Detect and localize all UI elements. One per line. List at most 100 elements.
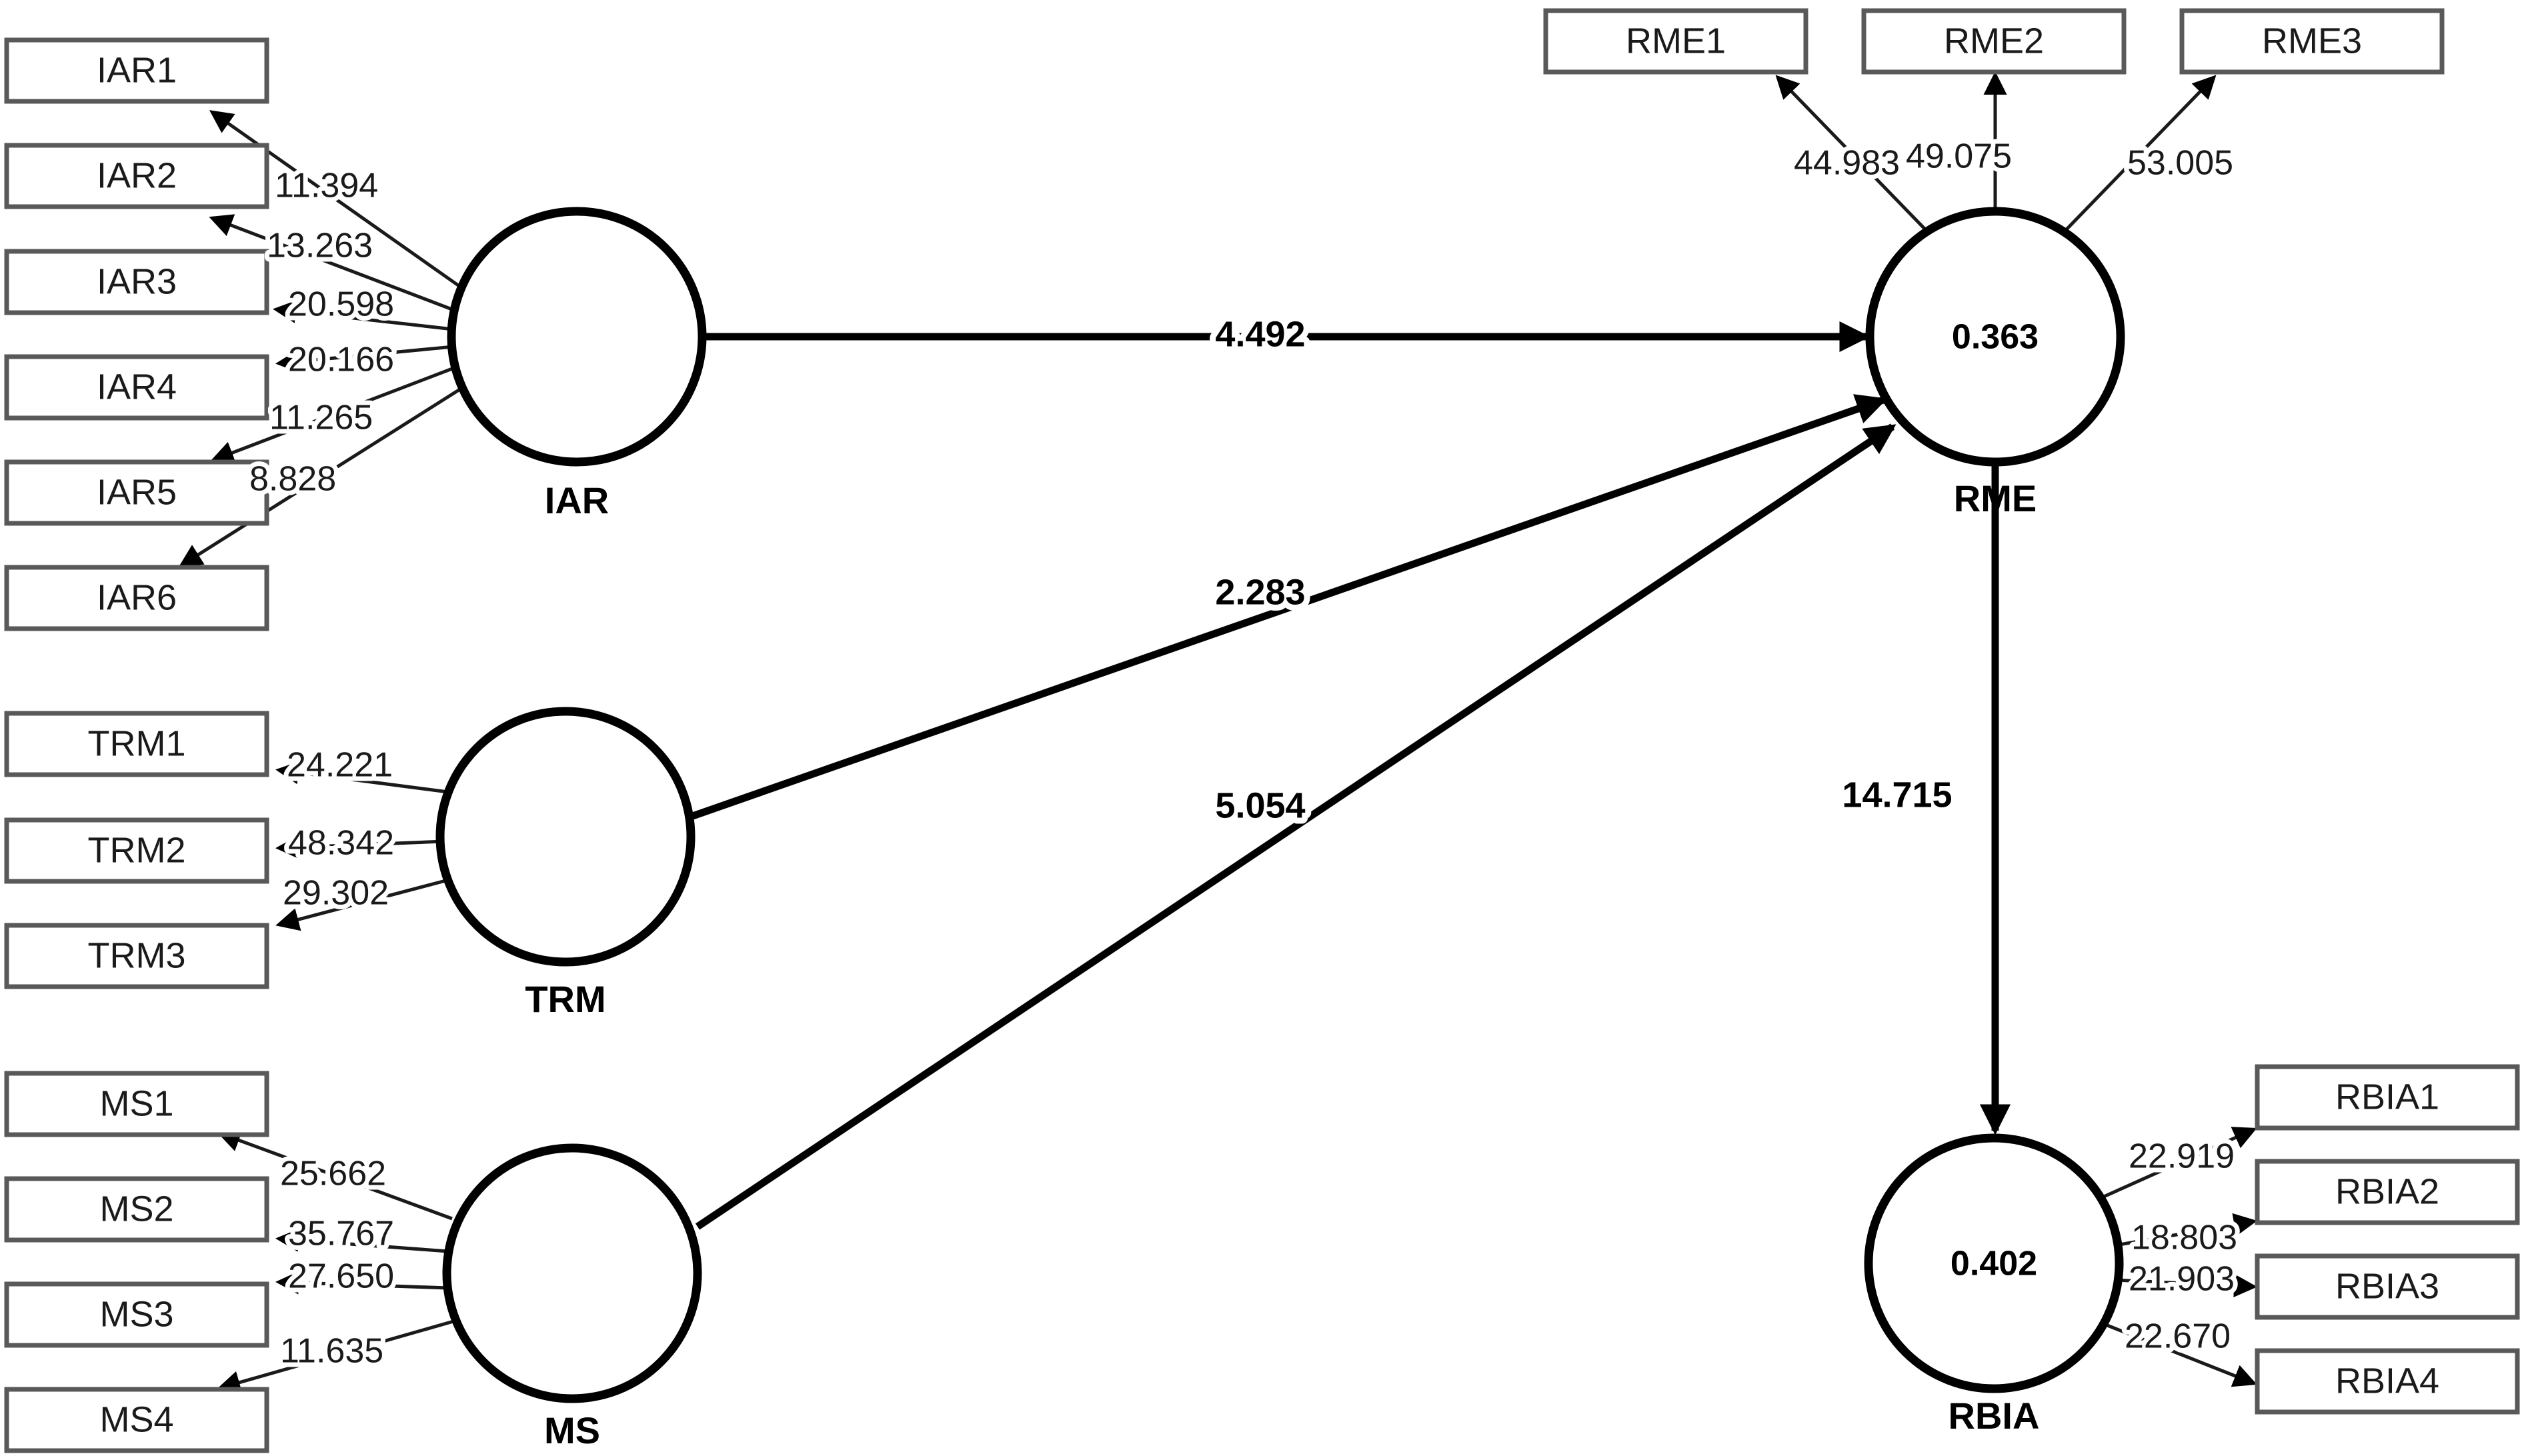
indicator-box[interactable]: IAR1 <box>4 37 269 104</box>
indicator-box-rect <box>2255 1253 2520 1320</box>
indicator-label: IAR5 <box>97 472 177 512</box>
indicator-box[interactable]: TRM3 <box>4 923 269 989</box>
loading-arrow <box>209 214 456 313</box>
loading-value-halo: 11.394 <box>275 167 378 205</box>
loading-arrow <box>2115 1274 2257 1298</box>
loading-value-label: 35.767 <box>288 1215 394 1253</box>
indicator-label: MS1 <box>99 1083 173 1123</box>
indicator-label: MS3 <box>99 1294 173 1334</box>
loading-value-halo: 27.650 <box>288 1257 394 1296</box>
loading-value-label: 49.075 <box>1906 137 2012 176</box>
loading-arrow <box>210 365 458 464</box>
indicator-label: RME1 <box>1626 21 1726 61</box>
construct-name-label: RME <box>1954 477 2037 519</box>
loading-value-label: 27.650 <box>288 1257 394 1296</box>
indicator-box-rect <box>1861 8 2127 75</box>
indicator-label: MS4 <box>99 1399 173 1439</box>
indicator-box[interactable]: RBIA1 <box>2255 1064 2520 1131</box>
indicator-box-rect <box>4 249 269 315</box>
indicator-label: IAR2 <box>97 155 177 195</box>
loading-value-label: 22.919 <box>2129 1137 2235 1176</box>
indicator-box[interactable]: IAR2 <box>4 143 269 209</box>
indicator-box[interactable]: MS4 <box>4 1387 269 1453</box>
loading-arrow <box>2098 1127 2257 1201</box>
loading-arrow <box>217 1319 454 1394</box>
path-value-label: 4.492 <box>1215 314 1305 354</box>
latent-construct[interactable]: IAR <box>447 207 707 521</box>
construct-circle <box>447 207 707 467</box>
latent-construct[interactable]: TRM <box>435 707 696 1020</box>
loading-value-label: 24.221 <box>287 746 393 785</box>
indicator-box[interactable]: RME2 <box>1861 8 2127 75</box>
latent-construct[interactable]: MS <box>442 1143 702 1451</box>
loading-value-halo: 35.767 <box>288 1215 394 1253</box>
loading-value-label: 11.394 <box>275 167 378 205</box>
indicator-label: RBIA3 <box>2335 1266 2439 1306</box>
loading-value-label: 11.635 <box>280 1332 383 1371</box>
construct-name-label: RBIA <box>1949 1395 2040 1437</box>
indicator-label: RBIA4 <box>2335 1361 2439 1401</box>
indicator-box-rect <box>4 1071 269 1137</box>
path-value-halo: 4.492 <box>1215 314 1305 354</box>
indicator-box[interactable]: TRM2 <box>4 817 269 884</box>
indicator-box[interactable]: MS3 <box>4 1281 269 1348</box>
indicator-box-rect <box>2255 1064 2520 1131</box>
indicator-box[interactable]: IAR4 <box>4 354 269 421</box>
indicator-box-rect <box>2255 1348 2520 1415</box>
indicator-box-rect <box>1543 8 1808 75</box>
structural-paths-group <box>690 321 2011 1230</box>
indicator-box[interactable]: RME1 <box>1543 8 1808 75</box>
indicator-box-rect <box>4 1176 269 1243</box>
indicator-label: TRM1 <box>88 723 186 763</box>
indicator-box-rect <box>4 1281 269 1348</box>
loading-value-halo: 24.221 <box>287 746 393 785</box>
indicator-label: MS2 <box>99 1189 173 1229</box>
loading-value-label: 29.302 <box>283 874 389 913</box>
indicator-box[interactable]: MS2 <box>4 1176 269 1243</box>
indicator-box[interactable]: RBIA3 <box>2255 1253 2520 1320</box>
path-value-halo: 5.054 <box>1215 785 1305 825</box>
loading-arrow <box>209 110 461 289</box>
loading-value-halo: 49.075 <box>1906 137 2012 176</box>
construct-name-label: TRM <box>525 978 605 1020</box>
indicator-box[interactable]: IAR3 <box>4 249 269 315</box>
indicator-box[interactable]: RBIA2 <box>2255 1159 2520 1225</box>
indicator-box-rect <box>4 711 269 777</box>
indicator-box[interactable]: TRM1 <box>4 711 269 777</box>
indicator-box[interactable]: IAR6 <box>4 565 269 631</box>
indicator-box-rect <box>4 923 269 989</box>
loading-value-halo: 29.302 <box>283 874 389 913</box>
loading-value-halo: 11.265 <box>269 399 373 437</box>
loading-value-label: 22.670 <box>2125 1317 2231 1356</box>
loading-value-label: 21.903 <box>2129 1260 2235 1299</box>
indicator-label: RME2 <box>1944 21 2044 61</box>
indicator-label: TRM2 <box>88 830 186 870</box>
loading-value-halo: 20.598 <box>288 285 394 324</box>
loading-value-halo: 25.662 <box>280 1155 386 1193</box>
loading-labels-group: 11.39411.39413.26313.26320.59820.59820.1… <box>245 133 2242 1375</box>
loading-value-halo: 21.903 <box>2129 1260 2235 1299</box>
loading-value-halo: 44.983 <box>1794 144 1900 183</box>
loading-value-halo: 22.670 <box>2125 1317 2231 1356</box>
indicator-box[interactable]: RBIA4 <box>2255 1348 2520 1415</box>
construct-circle <box>442 1143 702 1403</box>
construct-circle <box>435 707 696 967</box>
indicator-box[interactable]: RME3 <box>2179 8 2445 75</box>
loading-value-label: 53.005 <box>2127 144 2233 183</box>
loading-value-label: 48.342 <box>288 824 394 863</box>
indicator-box[interactable]: MS1 <box>4 1071 269 1137</box>
loading-arrow <box>275 1271 449 1295</box>
indicator-box-rect <box>4 1387 269 1453</box>
indicator-label: RBIA2 <box>2335 1171 2439 1211</box>
indicator-label: TRM3 <box>88 935 186 975</box>
loading-arrow <box>275 345 454 373</box>
measurement-loadings-group <box>178 71 2257 1394</box>
indicator-box[interactable]: IAR5 <box>4 459 269 526</box>
construct-r2-value: 0.402 <box>1951 1245 2037 1283</box>
loading-arrow <box>2115 1213 2257 1247</box>
loading-arrow <box>178 385 465 567</box>
loading-value-halo: 20.166 <box>288 341 394 379</box>
indicator-box-rect <box>2179 8 2445 75</box>
